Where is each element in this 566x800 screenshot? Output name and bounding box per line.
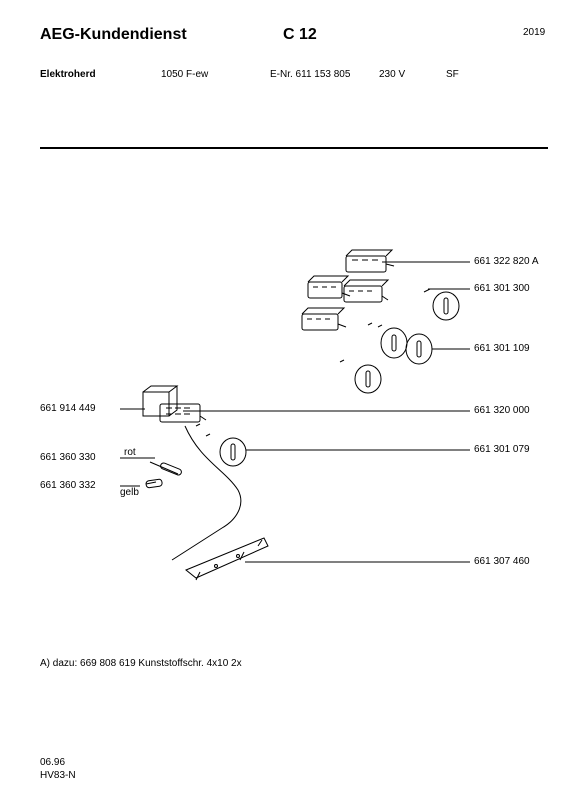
bracket-icon (185, 537, 269, 581)
part-number: 661 301 300 (474, 283, 530, 294)
accessory-note: A) dazu: 669 808 619 Kunststoffschr. 4x1… (40, 658, 242, 669)
part-number: 661 301 109 (474, 343, 530, 354)
header-title: AEG-Kundendienst (40, 26, 187, 43)
part-number: 661 322 820 A (474, 256, 539, 267)
part-number: 661 360 330 (40, 452, 96, 463)
knob-icon (354, 364, 382, 394)
selector-switch-icon (345, 249, 395, 273)
page-code: C 12 (283, 26, 317, 43)
color-label-gelb: gelb (120, 487, 139, 498)
capillary-line (171, 425, 242, 561)
part-number: 661 320 000 (474, 405, 530, 416)
color-label-rot: rot (124, 447, 136, 458)
bulb-yellow-icon (145, 478, 163, 489)
device-type: Elektroherd (40, 69, 96, 80)
device-e-nr: E-Nr. 611 153 805 (270, 69, 351, 80)
knob-icon (380, 327, 408, 359)
device-voltage: 230 V (379, 69, 406, 80)
selector-switch-icon (307, 275, 351, 299)
leader-lines (120, 261, 470, 563)
selector-switch-icon (343, 279, 390, 303)
selector-switch-icon (301, 307, 347, 331)
header-rule (40, 147, 548, 149)
footer-date: 06.96 (40, 757, 66, 768)
knob-icon (405, 333, 433, 365)
knob-icon (432, 291, 460, 321)
device-suffix: SF (446, 69, 459, 80)
part-number: 661 914 449 (40, 403, 96, 414)
main-switch-icon (142, 385, 207, 423)
part-number: 661 301 079 (474, 444, 530, 455)
page-number: 2019 (523, 27, 546, 38)
device-model: 1050 F-ew (161, 69, 209, 80)
bulb-red-icon (149, 461, 182, 476)
part-number: 661 307 460 (474, 556, 530, 567)
screw-icon (195, 288, 431, 437)
footer-code: HV83-N (40, 770, 76, 781)
part-number: 661 360 332 (40, 480, 96, 491)
knob-icon (219, 437, 247, 467)
